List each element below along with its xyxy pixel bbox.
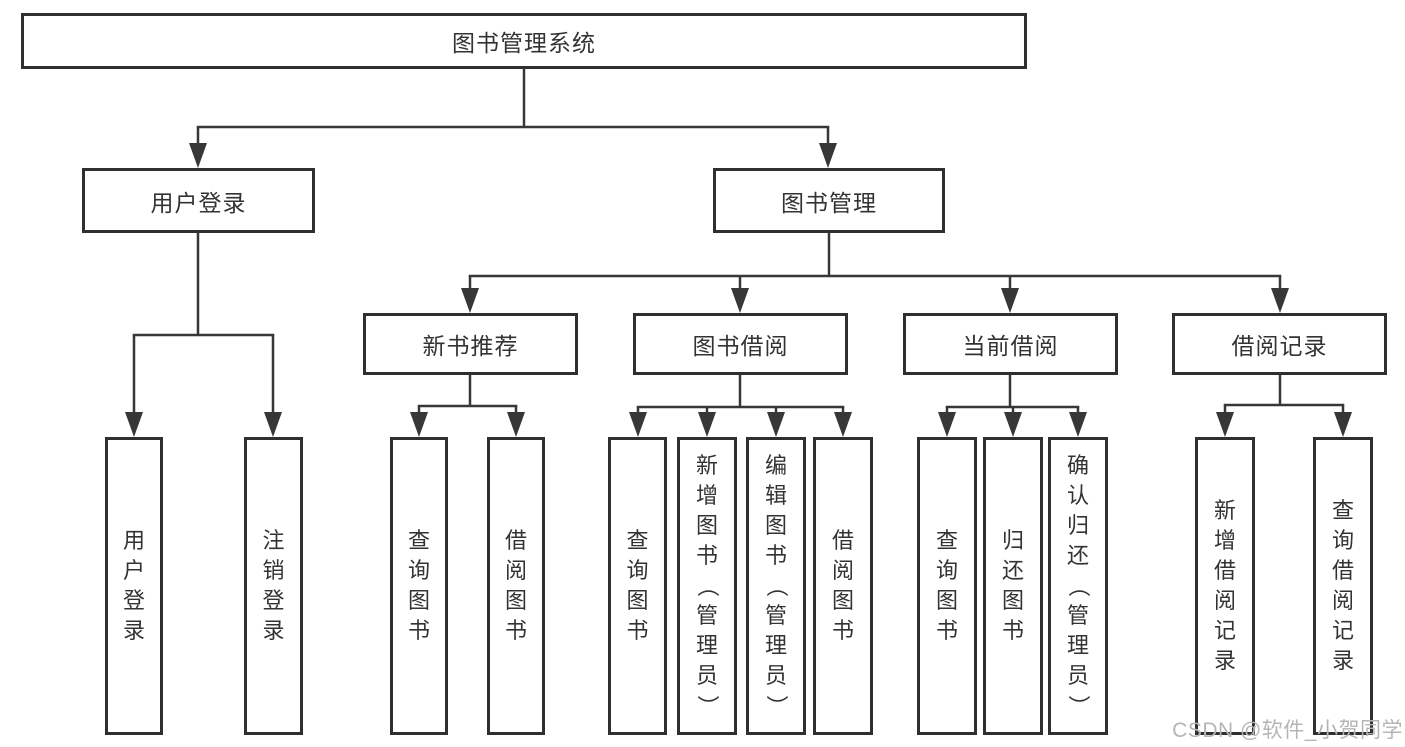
csdn-watermark: CSDN @软件_小贺同学 (1172, 719, 1403, 742)
leaf-add-book-admin-label: 新增图书（管理员） (694, 453, 720, 718)
leaf-borrow-book: 借阅图书 (813, 437, 873, 735)
leaf-edit-book-admin-label: 编辑图书（管理员） (763, 453, 789, 718)
node-current-borrow: 当前借阅 (903, 313, 1118, 375)
leaf-query-books-borrow-label: 查询图书 (626, 528, 649, 643)
node-new-book-recommend: 新书推荐 (363, 313, 578, 375)
edges-new-book-recommend (410, 375, 525, 437)
node-library-system-label: 图书管理系统 (452, 30, 596, 56)
leaf-confirm-return-admin: 确认归还（管理员） (1048, 437, 1108, 735)
leaf-borrow-books-recommend-label: 借阅图书 (504, 528, 527, 643)
leaf-user-login-label: 用户登录 (122, 528, 145, 643)
leaf-logout-login: 注销登录 (244, 437, 303, 735)
leaf-borrow-books-recommend: 借阅图书 (487, 437, 545, 735)
leaf-query-books-current-label: 查询图书 (935, 528, 958, 643)
edges-book-borrow (629, 375, 852, 437)
node-book-borrow: 图书借阅 (633, 313, 848, 375)
leaf-query-borrow-record: 查询借阅记录 (1313, 437, 1373, 735)
leaf-query-books-recommend: 查询图书 (390, 437, 448, 735)
leaf-logout-login-label: 注销登录 (262, 528, 285, 643)
leaf-add-book-admin: 新增图书（管理员） (677, 437, 737, 735)
node-borrow-records: 借阅记录 (1172, 313, 1387, 375)
edges-borrow-records (1216, 375, 1352, 437)
leaf-query-books-current: 查询图书 (917, 437, 977, 735)
node-book-borrow-label: 图书借阅 (692, 333, 789, 359)
node-book-management-label: 图书管理 (781, 189, 877, 216)
leaf-borrow-book-label: 借阅图书 (831, 528, 854, 643)
edges-current-borrow (938, 375, 1087, 437)
node-borrow-records-label: 借阅记录 (1231, 333, 1328, 359)
node-user-login-label: 用户登录 (150, 189, 247, 216)
leaf-edit-book-admin: 编辑图书（管理员） (746, 437, 806, 735)
leaf-confirm-return-admin-label: 确认归还（管理员） (1065, 453, 1091, 718)
node-library-system: 图书管理系统 (21, 13, 1027, 69)
edges-book-management (461, 233, 1289, 313)
edges-root (189, 69, 837, 168)
leaf-return-book: 归还图书 (983, 437, 1043, 735)
leaf-query-borrow-record-label: 查询借阅记录 (1331, 498, 1354, 673)
node-new-book-recommend-label: 新书推荐 (422, 333, 519, 359)
leaf-add-borrow-record-label: 新增借阅记录 (1213, 498, 1236, 673)
edges-user-login (125, 233, 282, 437)
node-user-login: 用户登录 (82, 168, 315, 233)
leaf-add-borrow-record: 新增借阅记录 (1195, 437, 1255, 735)
node-current-borrow-label: 当前借阅 (962, 333, 1059, 359)
node-book-management: 图书管理 (713, 168, 945, 233)
leaf-query-books-borrow: 查询图书 (608, 437, 667, 735)
leaf-query-books-recommend-label: 查询图书 (407, 528, 430, 643)
leaf-user-login: 用户登录 (105, 437, 163, 735)
leaf-return-book-label: 归还图书 (1001, 528, 1024, 643)
